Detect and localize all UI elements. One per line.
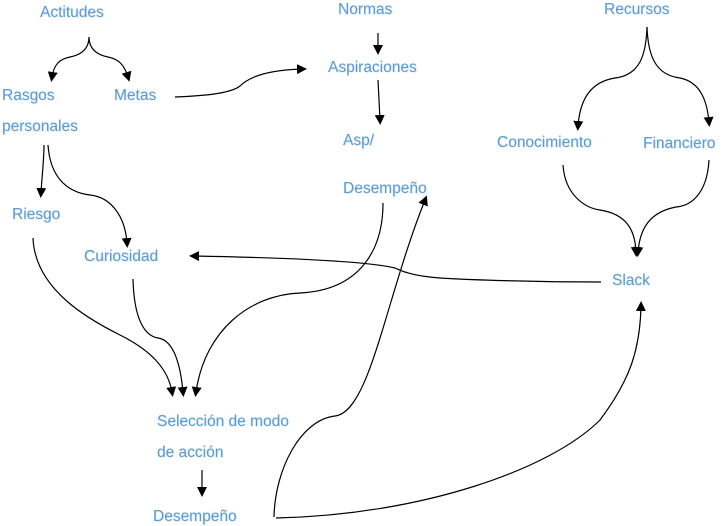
node-seleccion-line1: Selección de modo — [157, 413, 289, 430]
node-riesgo: Riesgo — [12, 206, 61, 223]
edge-desempeno-aspdesempeno — [273, 195, 428, 518]
node-asp: Asp/ — [343, 132, 375, 149]
edge-desempeno-slack — [275, 301, 646, 519]
node-personales: personales — [2, 118, 78, 135]
node-actitudes: Actitudes — [40, 4, 104, 21]
edge-actitudes-rasgos — [47, 36, 90, 82]
edge-financiero-slack — [633, 159, 710, 257]
node-seleccion-line2: de acción — [157, 444, 224, 461]
edge-rasgos-riesgo — [36, 144, 47, 198]
node-rasgos: Rasgos — [2, 87, 55, 104]
node-desempeno-top: Desempeño — [343, 180, 427, 197]
edge-riesgo-seleccion — [32, 237, 177, 397]
edge-actitudes-metas — [88, 36, 132, 82]
node-aspiraciones: Aspiraciones — [328, 59, 417, 76]
edge-aspiraciones-asp — [374, 79, 385, 125]
node-desempeno-bottom: Desempeño — [153, 508, 237, 525]
edge-recursos-conocimiento — [573, 26, 648, 131]
edge-slack-curiosidad — [189, 251, 602, 283]
node-conocimiento: Conocimiento — [497, 134, 592, 151]
edge-rasgos-curiosidad — [47, 144, 132, 248]
node-slack: Slack — [612, 272, 650, 289]
edge-conocimiento-slack — [562, 164, 641, 257]
node-recursos: Recursos — [604, 1, 670, 18]
edge-aspdesempeno-seleccion — [191, 202, 384, 397]
edge-recursos-financiero — [646, 26, 714, 127]
node-curiosidad: Curiosidad — [84, 248, 159, 265]
edge-curiosidad-seleccion — [132, 278, 188, 397]
node-financiero: Financiero — [643, 135, 716, 152]
edge-metas-aspiraciones — [174, 64, 307, 98]
node-normas: Normas — [338, 1, 393, 18]
node-metas: Metas — [114, 87, 157, 104]
